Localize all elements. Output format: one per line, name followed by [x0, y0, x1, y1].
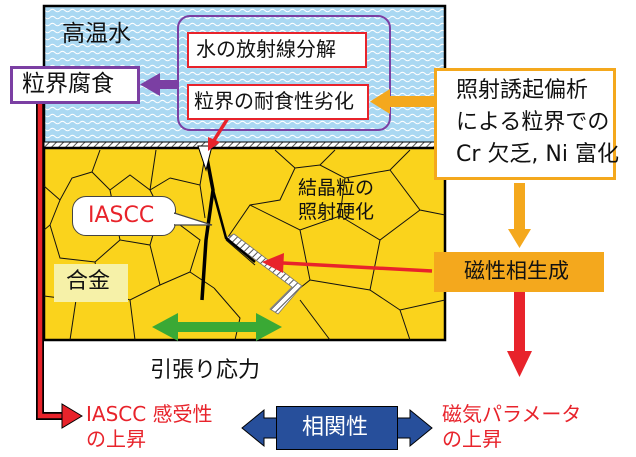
correlation-box — [276, 406, 398, 450]
magnetic-arrow — [262, 253, 433, 273]
riseg-box — [434, 68, 616, 180]
hardening-line-1: 結晶粒の — [298, 177, 375, 199]
riseg-arrow — [370, 89, 434, 114]
corrosion-arrow — [140, 73, 178, 96]
iascc-crack — [200, 147, 215, 301]
radiolysis-box — [187, 32, 367, 68]
riseg-line-3: Cr 欠乏, Ni 富化 — [456, 142, 619, 167]
degradation-label: 粒界の耐食性劣化 — [194, 89, 354, 113]
sensitivity-arrow — [36, 100, 83, 429]
crack-mouth — [197, 145, 213, 172]
process-frame — [177, 15, 391, 131]
magnetic-label: 磁性相生成 — [464, 259, 569, 283]
water-label: 高温水 — [62, 21, 131, 47]
alloy-region — [42, 146, 447, 342]
iascc-crack-branch — [211, 189, 256, 263]
radiolysis-label: 水の放射線分解 — [196, 37, 336, 61]
iascc-box — [72, 196, 176, 236]
riseg-down-arrow — [508, 183, 531, 248]
corrosion-box — [10, 66, 140, 104]
degradation-box — [187, 84, 369, 120]
alloy-label-bg — [54, 264, 128, 302]
sensitivity-line-1: IASCC 感受性 — [86, 402, 213, 426]
stress-arrow — [152, 313, 282, 341]
riseg-line-1: 照射誘起偏析 — [456, 78, 589, 103]
degradation-arrow — [208, 117, 230, 151]
stress-label: 引張り応力 — [150, 358, 261, 383]
sensitivity-line-2: の上昇 — [86, 427, 146, 451]
hardening-line-2: 照射硬化 — [298, 201, 375, 223]
magnetic-box — [434, 252, 604, 292]
correlation-label: 相関性 — [302, 415, 369, 440]
alloy-label: 合金 — [66, 269, 111, 294]
corrosion-label: 粒界腐食 — [22, 71, 114, 97]
magnetic-param-line-2: の上昇 — [442, 427, 502, 451]
iascc-pointer — [174, 212, 213, 226]
magnetic-param-line-1: 磁気パラメータ — [442, 402, 582, 426]
riseg-line-2: による粒界での — [456, 110, 610, 135]
magnetic-down-arrow — [507, 290, 532, 377]
iascc-label: IASCC — [88, 203, 155, 228]
magnetic-phase-band — [225, 233, 303, 315]
